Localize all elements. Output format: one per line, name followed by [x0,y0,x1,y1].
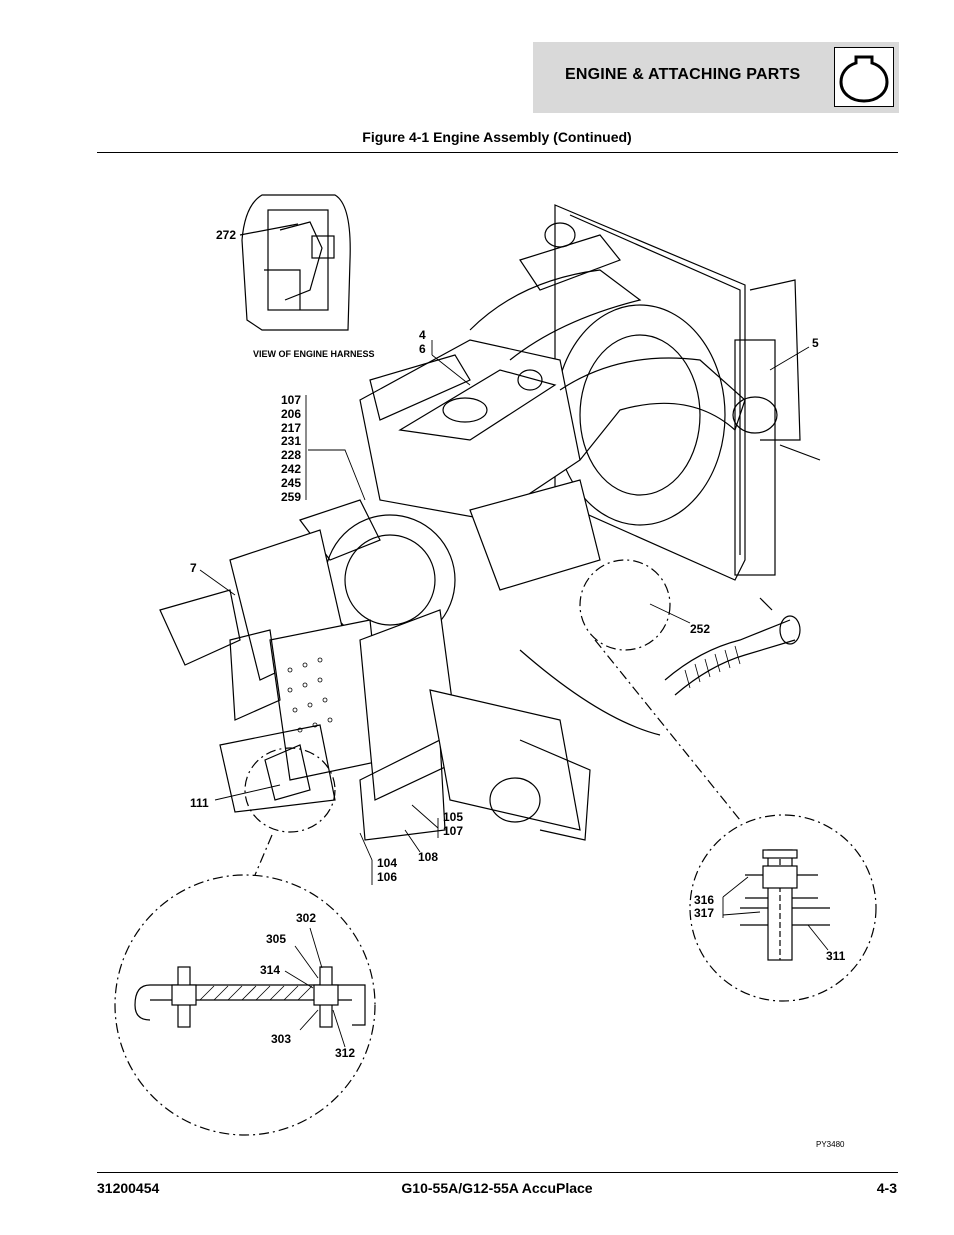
callout-104: 104 [377,856,398,870]
callout-108: 108 [418,850,439,864]
callout-105: 105 [443,810,464,824]
callout-206: 206 [281,407,302,421]
callout-245: 245 [281,476,302,490]
callout-305: 305 [266,932,287,946]
callout-317: 317 [694,906,715,920]
callout-311: 311 [826,949,846,963]
section-title: ENGINE & ATTACHING PARTS [565,66,801,83]
callout-259: 259 [281,490,302,504]
header-rule [97,152,898,153]
callout-303: 303 [271,1032,292,1046]
harness-view-caption: VIEW OF ENGINE HARNESS [253,349,375,359]
callout-106: 106 [377,870,398,884]
callout-4: 4 [419,328,426,342]
drawing-code: PY3480 [816,1140,845,1149]
callout-7: 7 [190,561,197,575]
callout-228: 228 [281,448,302,462]
footer-model: G10-55A/G12-55A AccuPlace [401,1180,593,1196]
footer-rule [97,1172,898,1173]
callout-252: 252 [690,622,711,636]
callout-6: 6 [419,342,426,356]
callout-107: 107 [281,393,302,407]
callout-316: 316 [694,893,715,907]
callout-111: 111 [190,796,209,810]
figure-title: Figure 4-1 Engine Assembly (Continued) [362,129,632,145]
callout-231: 231 [281,434,302,448]
callout-107b: 107 [443,824,464,838]
callout-314: 314 [260,963,281,977]
callout-272: 272 [216,228,237,242]
callout-217: 217 [281,421,302,435]
callout-302: 302 [296,911,317,925]
callout-5: 5 [812,336,819,350]
callout-312: 312 [335,1046,356,1060]
footer-page-number: 4-3 [876,1180,897,1196]
callout-242: 242 [281,462,302,476]
engine-icon [834,47,894,107]
footer-part-number: 31200454 [97,1180,160,1196]
